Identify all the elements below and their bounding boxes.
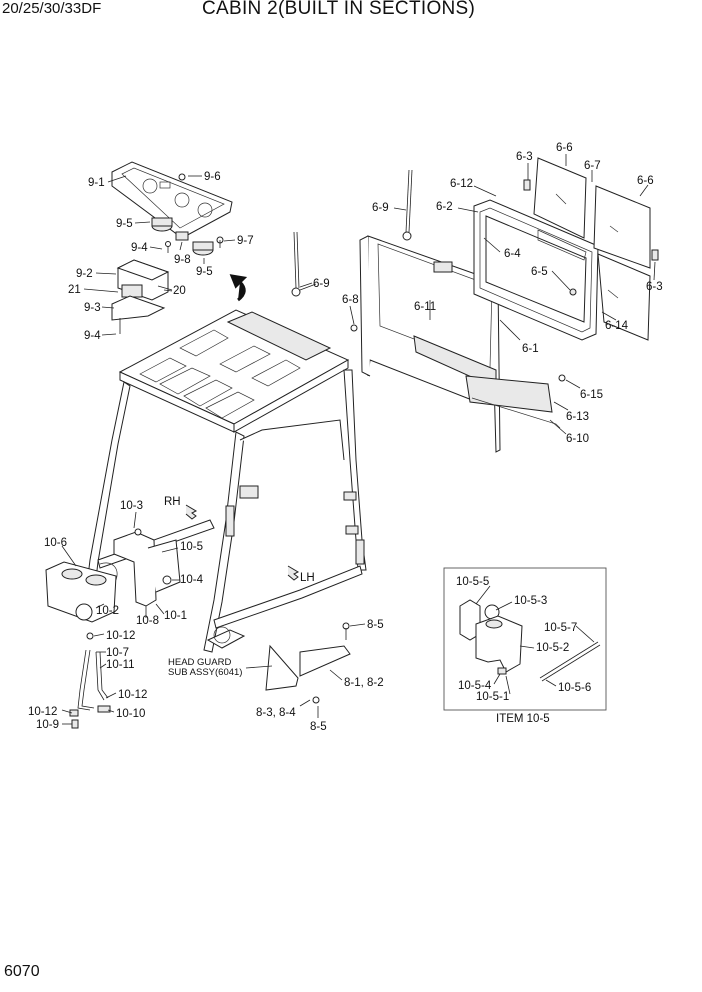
label-rh: RH bbox=[164, 496, 181, 508]
label-6-4: 6-4 bbox=[504, 248, 521, 260]
label-head-guard-sub: SUB ASSY(6041) bbox=[168, 667, 242, 678]
antenna-6-9-upper bbox=[402, 169, 413, 241]
page-number: 6070 bbox=[4, 963, 40, 980]
label-6-5: 6-5 bbox=[531, 266, 548, 278]
inset-item-10-5 bbox=[443, 567, 607, 711]
label-6-3b: 6-3 bbox=[646, 281, 663, 293]
label-9-3: 9-3 bbox=[84, 302, 101, 314]
label-10-4: 10-4 bbox=[180, 574, 204, 586]
label-10-12b: 10-12 bbox=[118, 689, 147, 701]
label-9-7: 9-7 bbox=[237, 235, 254, 247]
leaders-6 bbox=[299, 154, 656, 435]
callout-labels: 9-1 9-6 9-5 9-4 9-8 9-7 9-5 9-2 21 20 9-… bbox=[28, 142, 663, 733]
label-10-5-6: 10-5-6 bbox=[558, 682, 591, 694]
radio-unit-9-2 bbox=[111, 259, 173, 334]
label-10-2: 10-2 bbox=[96, 605, 119, 617]
speaker-9-5 bbox=[151, 217, 214, 256]
label-6-9b: 6-9 bbox=[313, 278, 330, 290]
label-8-3: 8-3, 8-4 bbox=[256, 707, 296, 719]
roof-plate-9-1 bbox=[111, 161, 233, 239]
label-10-5-4: 10-5-4 bbox=[458, 680, 492, 692]
label-head-guard: HEAD GUARD bbox=[168, 657, 231, 668]
label-item-10-5: ITEM 10-5 bbox=[496, 713, 550, 725]
label-10-11: 10-11 bbox=[106, 659, 135, 671]
label-10-3: 10-3 bbox=[120, 500, 143, 512]
model-number: 20/25/30/33DF bbox=[2, 0, 102, 17]
label-10-6: 10-6 bbox=[44, 537, 67, 549]
leaders-9 bbox=[83, 175, 236, 336]
label-6-10: 6-10 bbox=[566, 433, 589, 445]
label-6-6a: 6-6 bbox=[556, 142, 573, 154]
label-10-5-1: 10-5-1 bbox=[476, 691, 509, 703]
label-9-4: 9-4 bbox=[131, 242, 148, 254]
label-6-1: 6-1 bbox=[522, 343, 539, 355]
label-6-6b: 6-6 bbox=[637, 175, 654, 187]
label-10-1: 10-1 bbox=[164, 610, 187, 622]
inset-parts bbox=[459, 585, 601, 695]
bracket-10-1 bbox=[113, 528, 181, 607]
label-10-5: 10-5 bbox=[180, 541, 203, 553]
small-parts-9 bbox=[165, 173, 224, 253]
rear-panel-6-1 bbox=[350, 235, 566, 453]
label-10-5-3: 10-5-3 bbox=[514, 595, 547, 607]
head-guard-frame bbox=[83, 309, 367, 653]
label-10-8: 10-8 bbox=[136, 615, 159, 627]
label-6-15: 6-15 bbox=[580, 389, 603, 401]
label-10-10: 10-10 bbox=[116, 708, 145, 720]
assembly-arrow bbox=[229, 274, 248, 302]
label-10-12a: 10-12 bbox=[106, 630, 135, 642]
label-9-5b: 9-5 bbox=[196, 266, 213, 278]
leaders-10 bbox=[61, 511, 180, 725]
label-6-11: 6-11 bbox=[414, 301, 436, 313]
label-6-8: 6-8 bbox=[342, 294, 359, 306]
label-6-12: 6-12 bbox=[450, 178, 473, 190]
label-6-14: 6-14 bbox=[605, 320, 629, 332]
diagram-title: CABIN 2(BUILT IN SECTIONS) bbox=[202, 0, 476, 19]
label-10-9: 10-9 bbox=[36, 719, 59, 731]
label-6-7: 6-7 bbox=[584, 160, 601, 172]
rear-window-6-2 bbox=[473, 199, 599, 341]
label-10-5-7: 10-5-7 bbox=[544, 622, 577, 634]
label-10-5-2: 10-5-2 bbox=[536, 642, 569, 654]
label-8-5a: 8-5 bbox=[367, 619, 384, 631]
direction-arrows bbox=[185, 504, 300, 581]
label-20: 20 bbox=[173, 285, 186, 297]
glass-6-6-6-7 bbox=[523, 157, 659, 341]
antenna-6-9-lower bbox=[291, 231, 313, 297]
label-10-5-5: 10-5-5 bbox=[456, 576, 489, 588]
label-8-1: 8-1, 8-2 bbox=[344, 677, 384, 689]
label-10-7: 10-7 bbox=[106, 647, 129, 659]
label-6-9a: 6-9 bbox=[372, 202, 389, 214]
label-9-2: 9-2 bbox=[76, 268, 93, 280]
label-6-3a: 6-3 bbox=[516, 151, 533, 163]
label-9-4b: 9-4 bbox=[84, 330, 101, 342]
label-9-8: 9-8 bbox=[174, 254, 191, 266]
side-guard-8-1 bbox=[245, 622, 366, 718]
label-lh: LH bbox=[300, 572, 315, 584]
label-6-13: 6-13 bbox=[566, 411, 589, 423]
label-21: 21 bbox=[68, 284, 81, 296]
label-8-5b: 8-5 bbox=[310, 721, 327, 733]
label-9-1: 9-1 bbox=[88, 177, 105, 189]
label-6-2: 6-2 bbox=[436, 201, 453, 213]
label-10-12c: 10-12 bbox=[28, 706, 57, 718]
label-9-6: 9-6 bbox=[204, 171, 221, 183]
washer-hoses-10 bbox=[69, 632, 111, 729]
label-9-5a: 9-5 bbox=[116, 218, 133, 230]
